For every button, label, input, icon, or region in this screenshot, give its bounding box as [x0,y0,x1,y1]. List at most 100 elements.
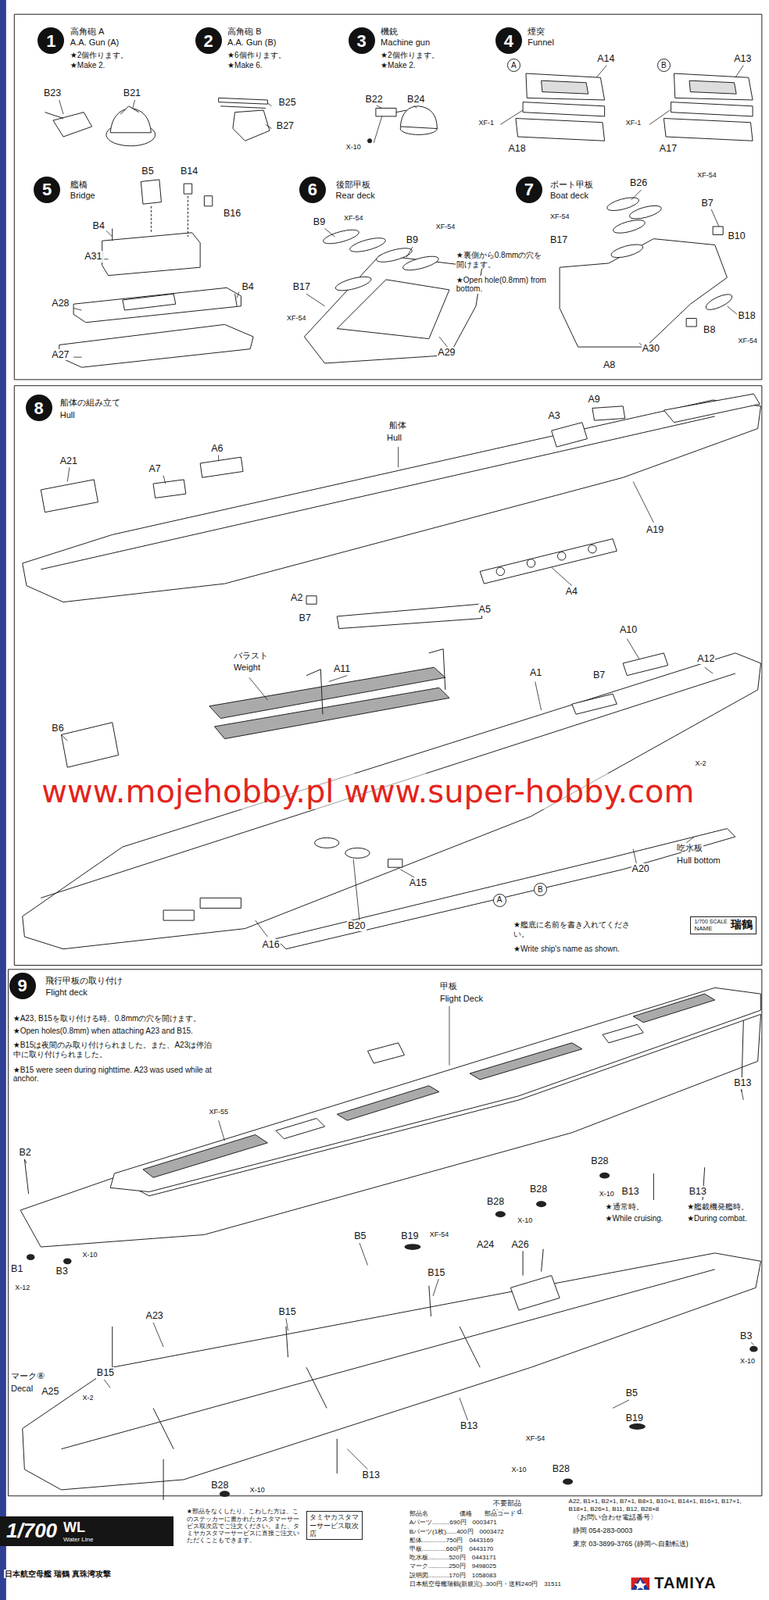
paint-code: XF-54 [429,1230,451,1239]
part-number: B21 [122,87,142,99]
paint-code: X-2 [694,759,708,768]
parts-list-text: A22, B1×1, B2×1, B7×1, B8×1, B10×1, B14×… [568,1498,762,1513]
part-number: B5 [353,1230,367,1242]
part-number: A9 [586,393,601,405]
small-part-shape [404,1244,421,1251]
instruction-note: ★Open hole(0.8mm) from bottom. [455,275,550,294]
edge-strip [0,0,7,1600]
watermark: www.mojehobby.pl www.super-hobby.com [40,773,695,810]
funnel-shape [522,102,605,117]
node-text: 5 [42,179,52,200]
part-number: B16 [222,207,242,219]
step-heading: Bridge [69,190,97,201]
part-number: A14 [596,53,616,65]
flight-deck-shape [110,987,761,1192]
step-heading: 甲板 [439,981,458,992]
part-number: B18 [736,310,756,322]
part-number: A6 [210,443,224,455]
step-heading: 後部甲板 [335,179,372,190]
paint-code: X-10 [510,1466,527,1474]
part-number: A24 [475,1239,495,1251]
rear-deck-shape [401,253,440,274]
instruction-note: 〈お問い合わせ電話番号〉 [572,1513,659,1522]
tamiya-logo-shape [631,1577,651,1591]
step-heading: Hull [386,432,403,444]
instruction-note: ★艦載機発艦時。 [686,1202,750,1213]
node-text: 6 [307,179,318,200]
small-part-shape [749,1346,758,1353]
part-number: B13 [361,1470,381,1481]
instruction-note: ★Make 6. [226,60,264,71]
flight-deck-shape [469,1043,583,1081]
node-text: 3 [356,31,366,51]
boat-deck-shape [712,226,723,235]
instruction-note: ★While cruising. [604,1214,665,1224]
hull-shape [592,406,626,421]
parts-list-text: 説明図............170円 1058083 [408,1572,498,1580]
boat-deck-shape [559,239,727,347]
part-number: A23 [145,1310,165,1322]
part-number: A21 [59,455,79,467]
panel-frame [7,14,762,1496]
paint-code: XF-1 [478,118,496,127]
node-text: 7 [524,179,534,200]
step-heading: 高角砲 B [226,26,262,37]
part-number: B1 [10,1263,24,1275]
instruction-note: ★B15は夜間のみ取り付けられました。また、A23は停泊中に取り付けられました。 [12,1040,219,1059]
node-text: 1/700 SCALE [693,919,727,926]
paint-code: X-10 [516,1216,533,1225]
rear-deck-shape [304,255,482,364]
hull-shape [153,479,186,499]
leader-line-shape [60,639,713,742]
part-number: A1 [529,667,543,679]
part-number: A26 [510,1239,530,1251]
part-number: B24 [406,93,426,105]
parts-list-text: 吃水板............520円 0443171 [408,1554,498,1562]
bridge [59,179,254,368]
step-heading: Weight [232,662,262,673]
step-heading: A.A. Gun (A) [69,37,120,48]
step-number: 2 [195,27,222,54]
part-number: B8 [702,324,716,336]
node-text: A [497,895,503,905]
hull-shape [557,552,566,561]
part-number: B3 [739,1330,753,1342]
parts-list-text: Bパーツ(1枚)......400円 0003472 [408,1528,505,1536]
step-number: 5 [33,176,61,204]
marking-circle: A [507,58,521,72]
step-heading: A.A. Gun (B) [226,37,277,48]
step-heading: マーク⑧ [10,1371,46,1382]
part-number: A31 [83,250,103,262]
leader-line-shape [346,1337,754,1471]
part-number: A8 [602,359,616,371]
part-number: A11 [332,663,351,675]
instruction-note: 日本航空母艦 瑞鶴 真珠湾攻撃 [3,1570,112,1580]
scale-badge: 1/700WLWater Line [0,1516,174,1547]
step-heading: 艦橋 [69,179,89,190]
flight-deck-shape [143,1134,268,1178]
part-number: A30 [641,343,661,355]
step-heading: ボート甲板 [549,179,594,190]
boat-deck-shape [628,203,663,222]
bridge-shape [112,228,237,307]
paint-code: X-12 [14,1284,31,1292]
paint-code: XF-54 [286,314,308,322]
paint-code: X-2 [82,1394,95,1403]
hull-inner-shape [60,722,119,768]
instruction-note: ★Write ship's name as shown. [512,944,621,955]
bridge-shape [122,293,176,311]
paint-code: XF-54 [736,336,759,345]
paint-code: XF-54 [435,222,457,231]
step-heading: 煙突 [526,26,546,37]
name-plate: 1/700 SCALENAME瑞鶴 [690,916,756,935]
marking-circle: A [493,894,507,908]
flight-deck-finished-shape [22,1253,762,1491]
instruction-note: 不要部品 [492,1499,523,1508]
instruction-note: ★6個作ります。 [226,50,287,61]
step-heading: 船体 [388,420,408,431]
small-part-shape [63,1258,72,1265]
part-number: A20 [631,863,651,875]
marking-circle: B [533,883,548,897]
part-number: A7 [147,463,161,475]
bridge-shape [102,232,201,276]
